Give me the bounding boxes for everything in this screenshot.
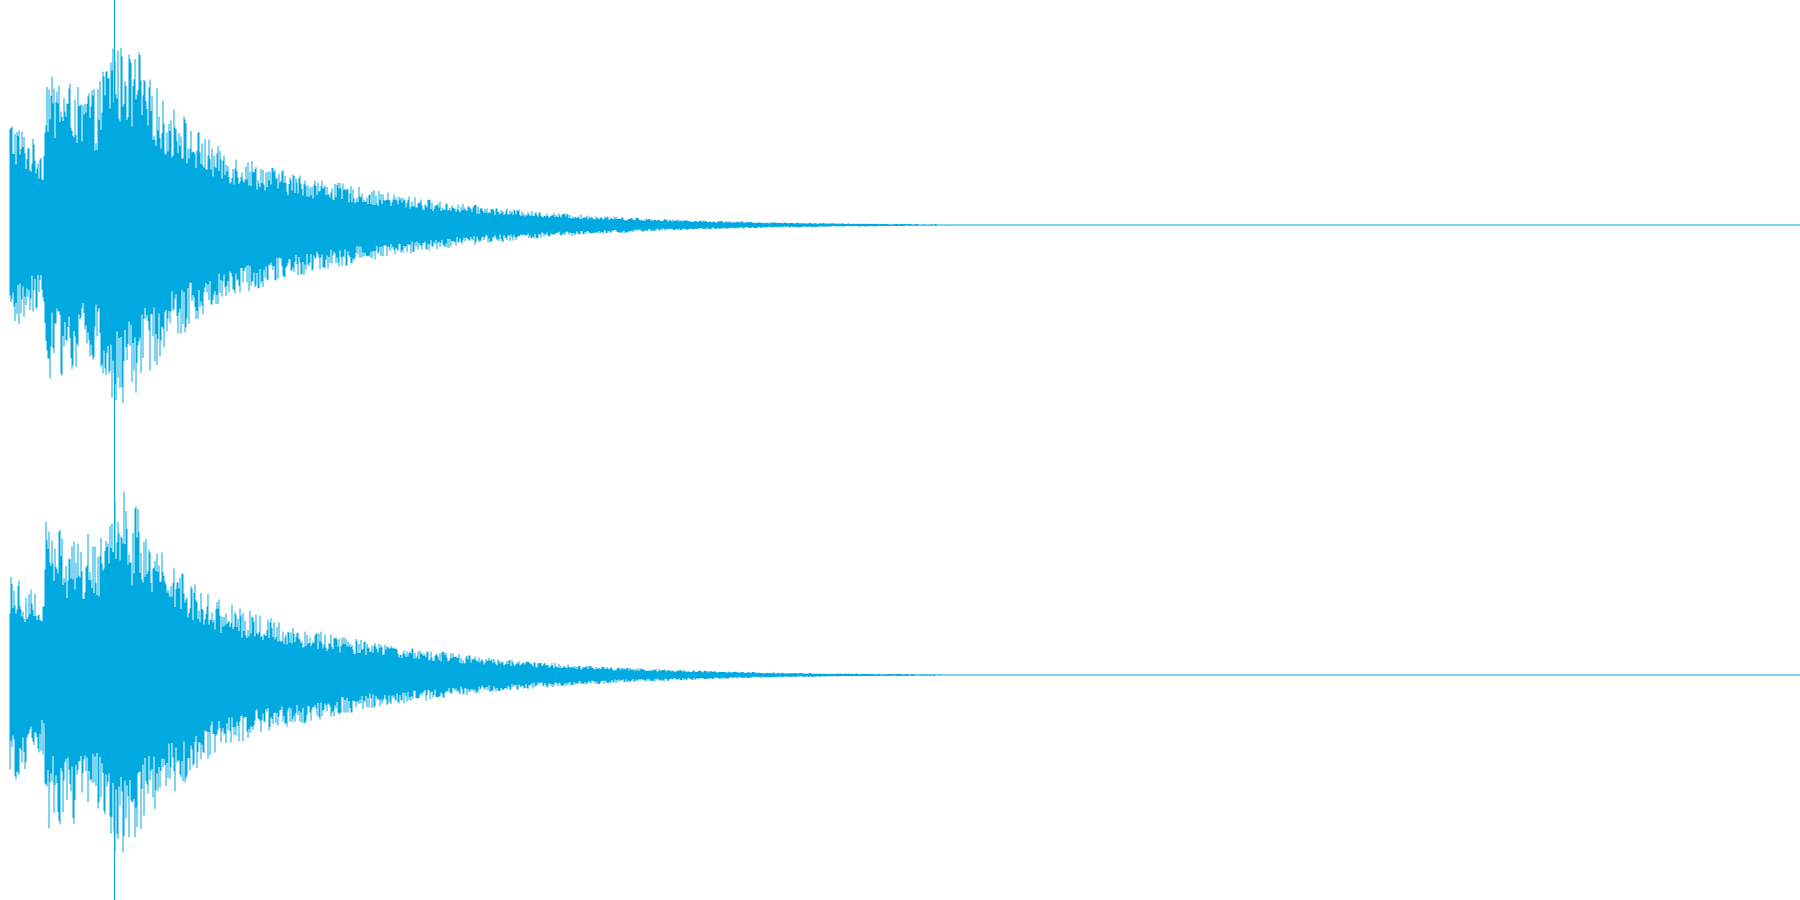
channel-1[interactable]: [9, 48, 1800, 403]
channels-layer: [9, 48, 1800, 853]
channel-2-waveform-core: [10, 565, 1002, 785]
channel-2[interactable]: [9, 491, 1800, 853]
channel-1-waveform-core: [10, 115, 1002, 335]
